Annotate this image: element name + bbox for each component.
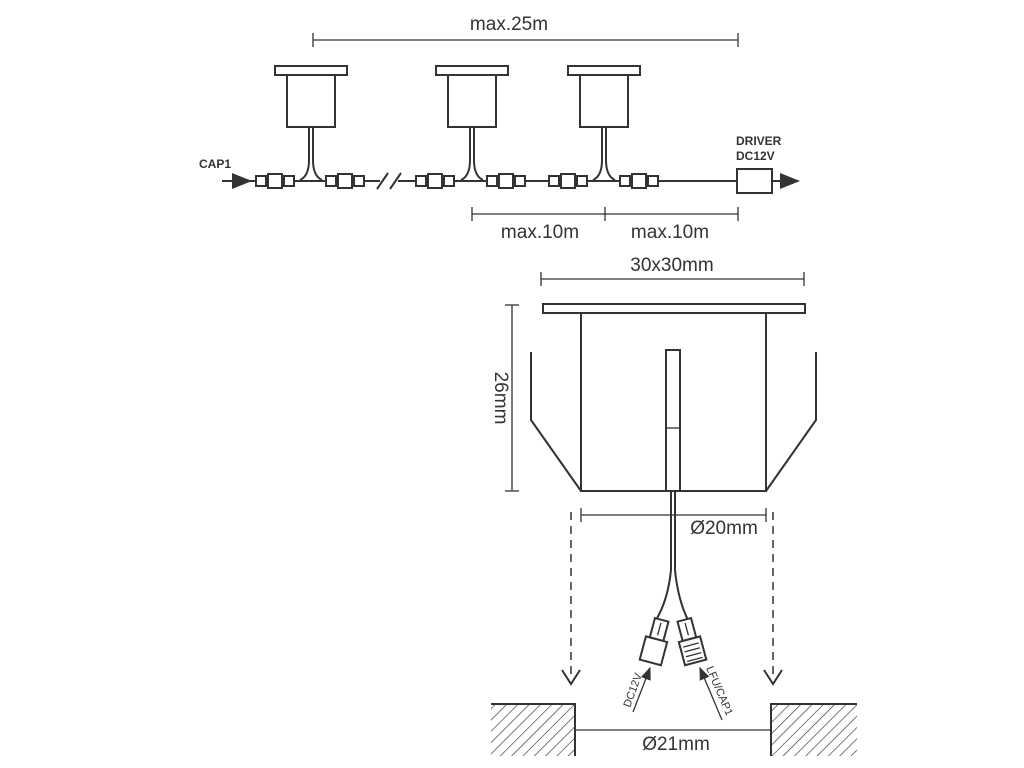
luminaire-2 [435,65,509,181]
luminaire-3 [567,65,641,181]
cable-left [655,491,672,621]
connector-6 [619,173,659,189]
driver-box [736,168,773,194]
body-diameter-label: Ø20mm [690,518,758,539]
lfu-leader [699,666,723,721]
segment-dimensions: max.10m max.10m [471,207,739,243]
total-length-label: max.25m [470,14,548,35]
hole-diameter-dimension: Ø21mm [575,729,771,755]
dc12v-leader [632,666,651,713]
driver-label-line2: DC12V [736,149,775,163]
connector-dc12v [638,616,670,667]
spring-clip-right [765,352,817,492]
total-length-dimension: max.25m [312,14,739,47]
segment-1-label: max.10m [501,222,579,243]
connector-right-label: LFU/CAP1 [703,664,735,717]
connector-4 [486,173,526,189]
driver-label-line1: DRIVER [736,134,782,148]
wiring-schematic: max.25m [199,14,800,243]
spring-clip-left [530,352,582,492]
guide-arrow-left [561,669,581,686]
height-dimension: 26mm [490,304,519,492]
input-label: CAP1 [199,157,231,171]
connector-3 [415,173,455,189]
width-dimension: 30x30mm [540,255,805,286]
luminaire-1 [274,65,348,181]
body-diameter-dimension: Ø20mm [580,508,767,539]
connector-2 [325,173,365,189]
guide-arrow-right [763,669,783,686]
cable-right [674,491,689,621]
connector-5 [548,173,588,189]
cable-slot [665,349,681,492]
ground-section [491,703,857,756]
fixture-detail: 30x30mm 26mm Ø20mm [490,255,857,756]
segment-2-label: max.10m [631,222,709,243]
fixture-flange [542,303,806,314]
height-label: 26mm [490,372,511,425]
hole-diameter-label: Ø21mm [642,734,710,755]
connector-1 [255,173,295,189]
width-label: 30x30mm [630,255,713,276]
connector-lfu-cap1 [676,616,708,667]
